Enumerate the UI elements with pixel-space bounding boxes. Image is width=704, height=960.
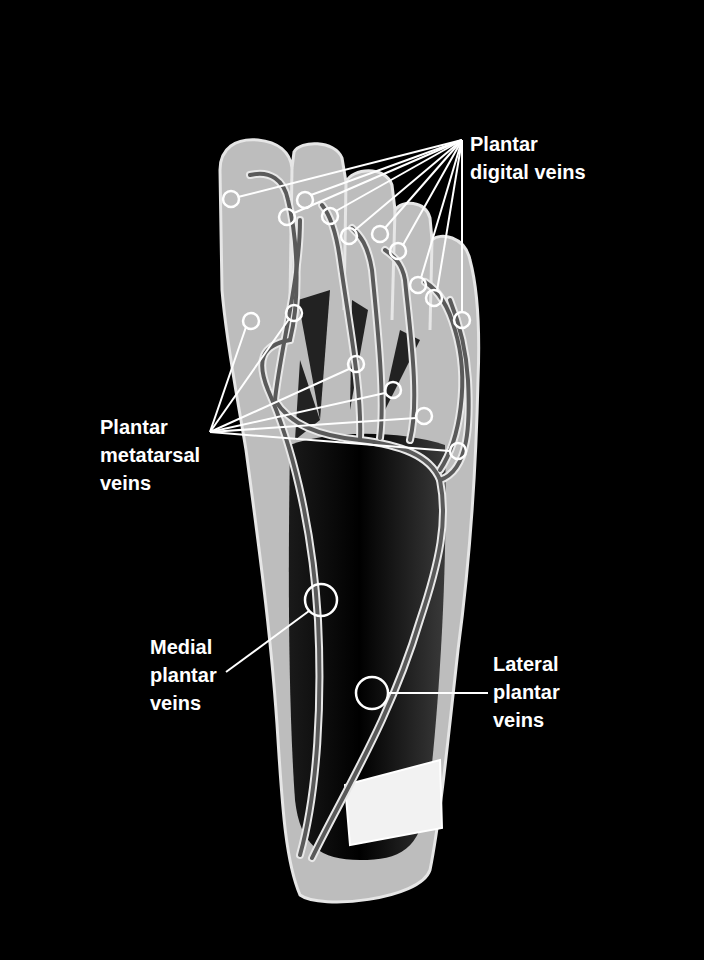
marker-circles — [223, 191, 470, 709]
veins — [250, 174, 469, 858]
vein-label: Lateral plantar veins — [493, 650, 583, 734]
vein-label: Medial plantar veins — [150, 633, 228, 717]
vein-label: Plantar metatarsal veins — [100, 413, 212, 497]
leader-lines — [210, 140, 488, 693]
foot-outline — [220, 140, 479, 902]
vein-label: Plantar digital veins — [470, 130, 598, 186]
